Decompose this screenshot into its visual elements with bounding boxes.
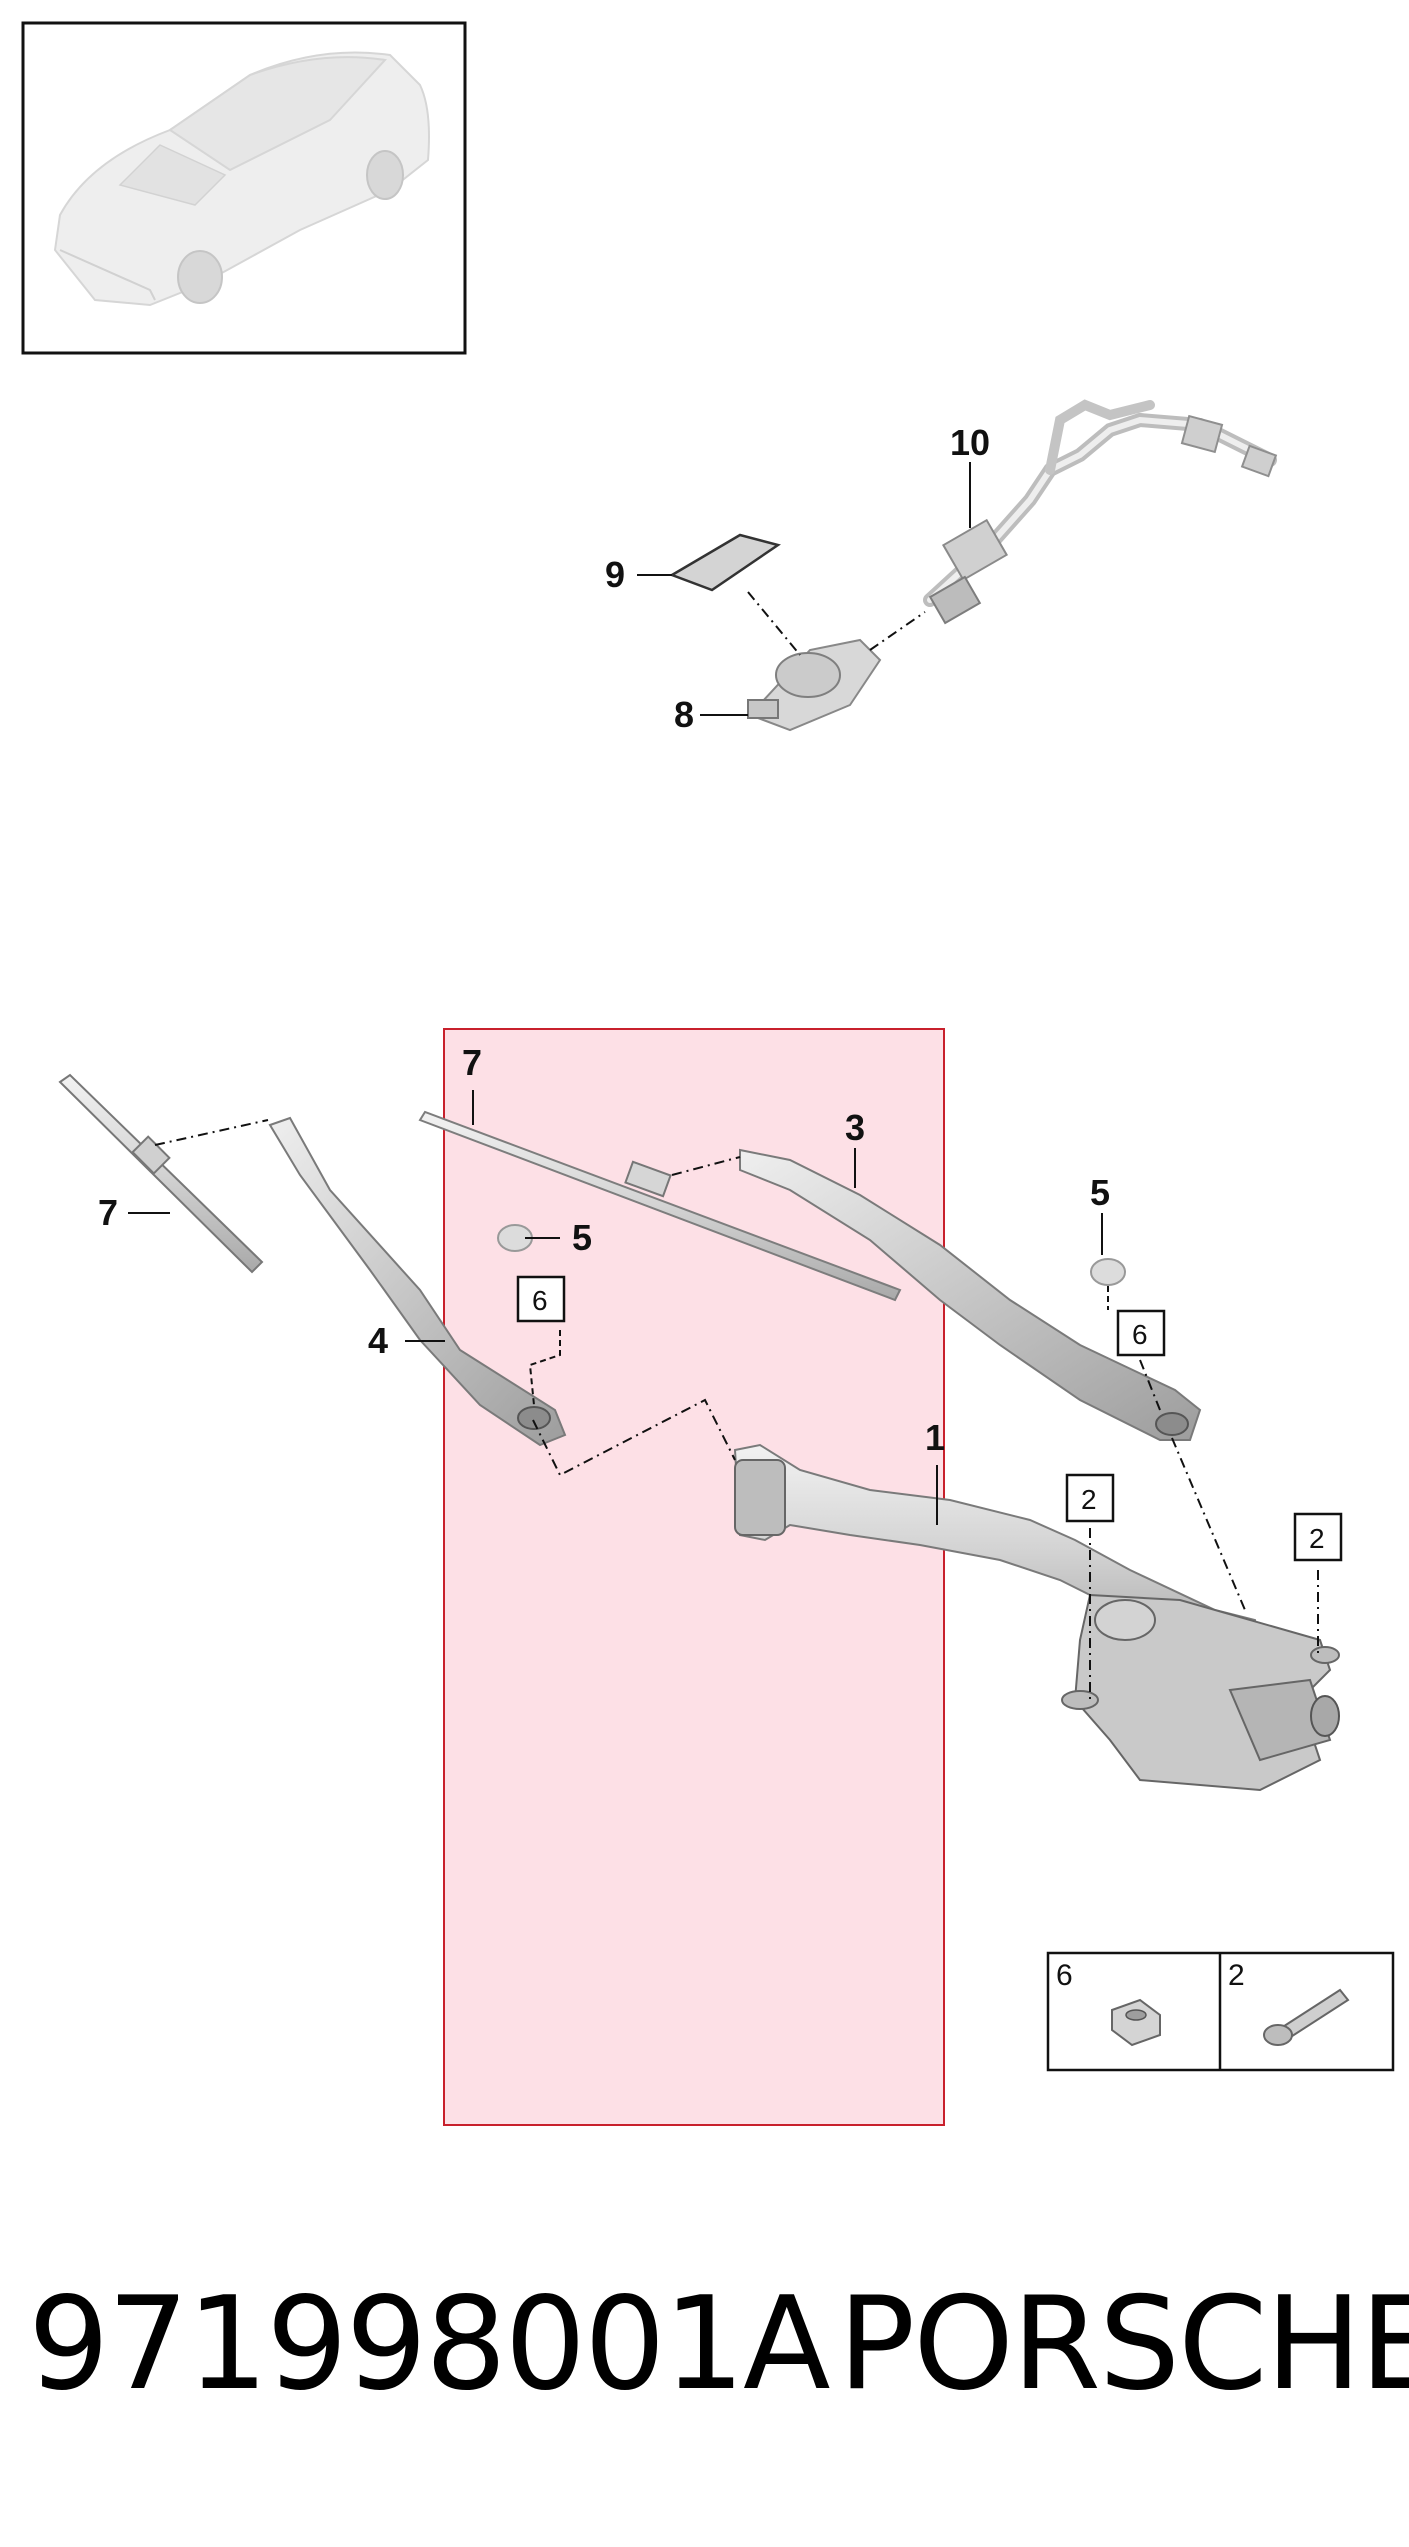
- svg-text:6: 6: [532, 1285, 548, 1316]
- right-wiper: [418, 1110, 1202, 1441]
- callout-8: 8: [674, 694, 694, 735]
- callout-5-right: 5: [1090, 1172, 1110, 1213]
- boxed-callout-6-right: 6: [1116, 1309, 1166, 1357]
- legend-bolt-label: 2: [1228, 1959, 1245, 1992]
- callout-7-right-blade: 7: [462, 1042, 482, 1083]
- fastener-legend: 6 2: [1046, 1951, 1395, 2072]
- callout-10: 10: [950, 422, 990, 463]
- cap-right: [1090, 1258, 1126, 1286]
- svg-text:6: 6: [1132, 1319, 1148, 1350]
- callout-5-left: 5: [572, 1217, 592, 1258]
- brand-name: PORSCHE: [838, 2270, 1409, 2419]
- callout-3: 3: [845, 1107, 865, 1148]
- footer: 971998001A PORSCHE: [0, 2265, 1409, 2425]
- car-icon: [53, 51, 430, 307]
- vehicle-thumbnail: [21, 21, 467, 355]
- boxed-callout-6-left: 6: [516, 1275, 566, 1323]
- leader-lines: [128, 462, 1103, 1525]
- callout-4: 4: [368, 1320, 388, 1361]
- callout-9: 9: [605, 554, 625, 595]
- legend-nut-label: 6: [1056, 1959, 1073, 1992]
- wiper-linkage: [528, 1286, 1340, 1792]
- highlight-region: [443, 1028, 945, 2126]
- rain-sensor-assembly: [669, 399, 1278, 732]
- boxed-callout-2-right: 2: [1293, 1512, 1343, 1562]
- callout-1: 1: [925, 1417, 945, 1458]
- left-wiper: [58, 1073, 567, 1447]
- boxed-callout-2-center: 2: [1065, 1473, 1115, 1523]
- svg-text:2: 2: [1081, 1484, 1097, 1515]
- part-number: 971998001A: [28, 2270, 830, 2419]
- bolt-icon: [1263, 1988, 1350, 2046]
- nut-icon: [1111, 1998, 1161, 2047]
- svg-text:2: 2: [1309, 1523, 1325, 1554]
- callout-7-left-blade: 7: [98, 1192, 118, 1233]
